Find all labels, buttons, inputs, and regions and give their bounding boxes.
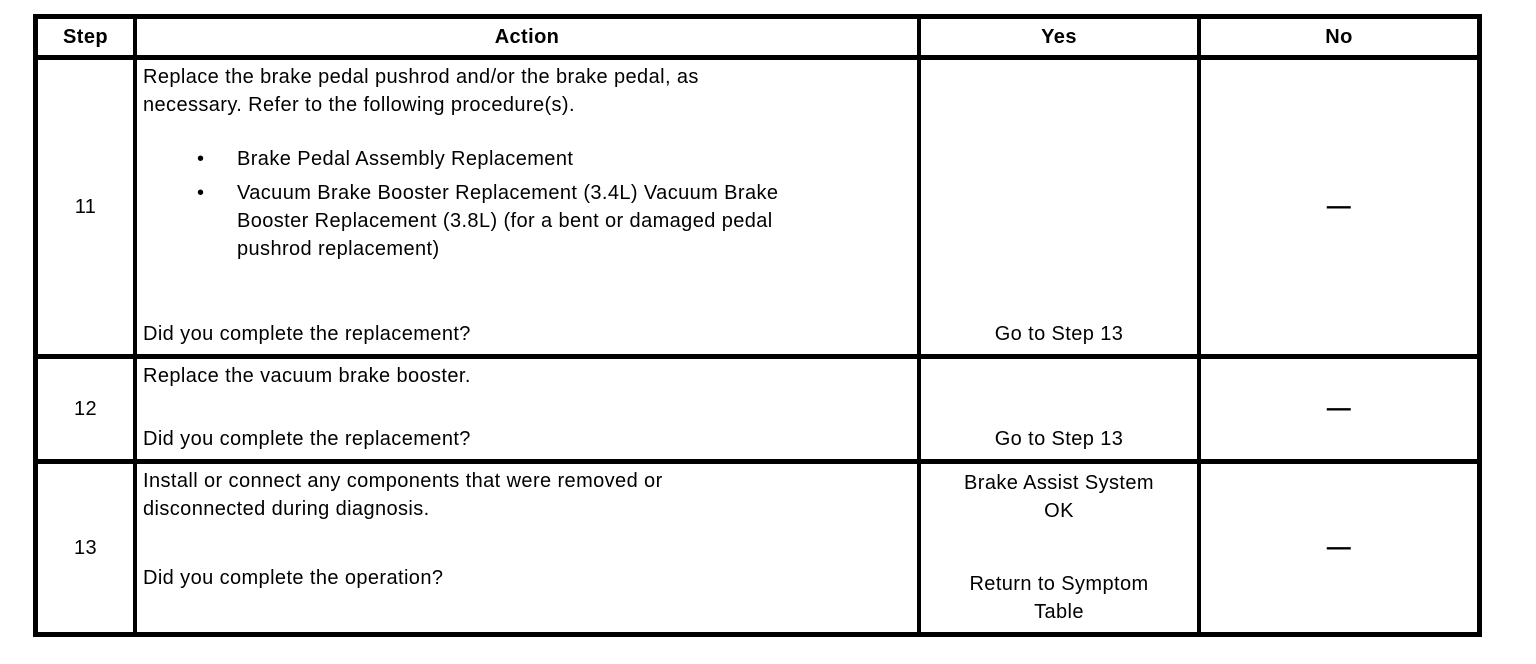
header-cell-yes: Yes xyxy=(921,19,1197,55)
diagnostic-step-table: Step Action Yes No 11 Replace the brake … xyxy=(33,14,1482,637)
bullet-item-label: Vacuum Brake Booster Replacement (3.4L) … xyxy=(237,182,779,260)
no-cell-13: — xyxy=(1201,464,1477,632)
bullet-item: • Vacuum Brake Booster Replacement (3.4L… xyxy=(143,179,837,263)
action-question: Did you complete the operation? xyxy=(143,567,444,589)
no-cell-12: — xyxy=(1201,359,1477,459)
yes-result: Brake Assist System OK xyxy=(964,472,1154,522)
step-number-12: 12 xyxy=(38,359,133,459)
action-intro: Replace the brake pedal pushrod and/or t… xyxy=(143,66,699,116)
action-body: Replace the brake pedal pushrod and/or t… xyxy=(143,63,911,269)
action-cell-11: Replace the brake pedal pushrod and/or t… xyxy=(137,60,917,354)
yes-cell-11: Go to Step 13 xyxy=(921,60,1197,354)
action-cell-13: Install or connect any components that w… xyxy=(137,464,917,632)
header-cell-step: Step xyxy=(38,19,133,55)
action-question: Did you complete the replacement? xyxy=(143,323,471,345)
action-intro: Replace the vacuum brake booster. xyxy=(143,365,471,387)
header-cell-no: No xyxy=(1201,19,1477,55)
yes-cell-12: Go to Step 13 xyxy=(921,359,1197,459)
bullet-icon: • xyxy=(197,148,205,170)
action-intro: Install or connect any components that w… xyxy=(143,470,663,520)
no-dash: — xyxy=(1326,534,1352,561)
step-number-13: 13 xyxy=(38,464,133,632)
no-dash: — xyxy=(1326,193,1352,220)
yes-return-instruction: Return to Symptom Table xyxy=(969,573,1149,623)
action-question: Did you complete the replacement? xyxy=(143,428,471,450)
action-cell-12: Replace the vacuum brake booster. Did yo… xyxy=(137,359,917,459)
yes-cell-13: Brake Assist System OK Return to Symptom… xyxy=(921,464,1197,632)
bullet-item-label: Brake Pedal Assembly Replacement xyxy=(237,148,574,170)
table-grid: Step Action Yes No 11 Replace the brake … xyxy=(33,14,1482,637)
bullet-icon: • xyxy=(197,182,205,204)
step-number-11: 11 xyxy=(38,60,133,354)
yes-instruction: Go to Step 13 xyxy=(994,428,1124,450)
bullet-item: • Brake Pedal Assembly Replacement xyxy=(143,145,837,173)
yes-instruction: Go to Step 13 xyxy=(994,323,1124,345)
bullet-list: • Brake Pedal Assembly Replacement • Vac… xyxy=(143,145,911,263)
no-dash: — xyxy=(1326,395,1352,422)
header-cell-action: Action xyxy=(137,19,917,55)
no-cell-11: — xyxy=(1201,60,1477,354)
